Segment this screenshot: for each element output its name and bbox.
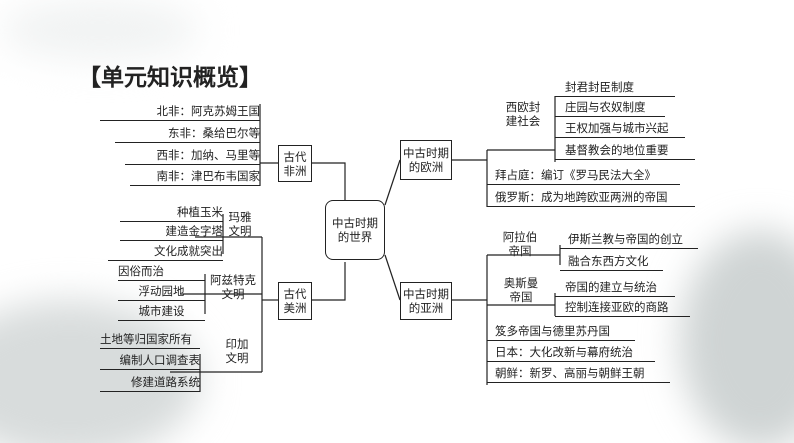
arab-item: 融合东西方文化 <box>560 254 663 271</box>
west-europe-item: 王权加强与城市兴起 <box>555 121 685 138</box>
asia-node: 中古时期的亚洲 <box>400 282 452 320</box>
arab-item: 伊斯兰教与帝国的创立 <box>560 232 698 249</box>
page-title: 【单元知识概览】 <box>78 65 262 91</box>
russia-item: 俄罗斯：成为地跨欧亚两洲的帝国 <box>487 190 695 207</box>
asia-item: 日本：大化改新与幕府统治 <box>487 345 655 362</box>
africa-item: 东非：桑给巴尔等 <box>115 126 260 143</box>
maya-item: 种植玉米 <box>120 205 223 222</box>
inca-label: 印加文明 <box>225 337 249 365</box>
inca-item: 编制人口调查表 <box>100 353 200 370</box>
west-europe-item: 庄园与农奴制度 <box>555 100 665 117</box>
inca-item: 土地等归国家所有 <box>100 332 200 349</box>
center-node: 中古时期的世界 <box>325 200 385 260</box>
byzantine-item: 拜占庭：编订《罗马民法大全》 <box>487 168 680 185</box>
west-europe-item: 基督教会的地位重要 <box>555 143 695 160</box>
aztec-item: 城市建设 <box>118 304 205 321</box>
west-europe-item: 封君封臣制度 <box>555 80 675 97</box>
asia-item: 朝鲜：新罗、高丽与朝鲜王朝 <box>487 366 670 383</box>
ottoman-item: 控制连接亚欧的商路 <box>555 300 690 317</box>
africa-item: 西非：加纳、马里等 <box>125 148 260 165</box>
asia-item: 笈多帝国与德里苏丹国 <box>487 324 635 341</box>
mist-top <box>0 0 200 60</box>
europe-node: 中古时期的欧洲 <box>400 140 452 180</box>
africa-item: 北非：阿克苏姆王国 <box>100 104 260 121</box>
america-node: 古代美洲 <box>278 282 312 320</box>
maya-label: 玛雅文明 <box>228 210 252 238</box>
africa-node: 古代非洲 <box>278 145 312 182</box>
ottoman-label: 奥斯曼帝国 <box>503 276 539 304</box>
inca-item: 修建道路系统 <box>100 375 200 392</box>
aztec-label: 阿兹特克文明 <box>210 273 256 301</box>
west-europe-label: 西欧封建社会 <box>505 100 541 128</box>
africa-item: 南非：津巴布韦国家 <box>130 169 260 186</box>
arab-label: 阿拉伯帝国 <box>502 230 538 258</box>
maya-item: 文化成就突出 <box>108 244 223 261</box>
ottoman-item: 帝国的建立与统治 <box>555 280 675 297</box>
maya-item: 建造金字塔 <box>120 224 223 241</box>
aztec-item: 浮动园地 <box>118 284 205 301</box>
aztec-item: 因俗而治 <box>118 264 205 281</box>
